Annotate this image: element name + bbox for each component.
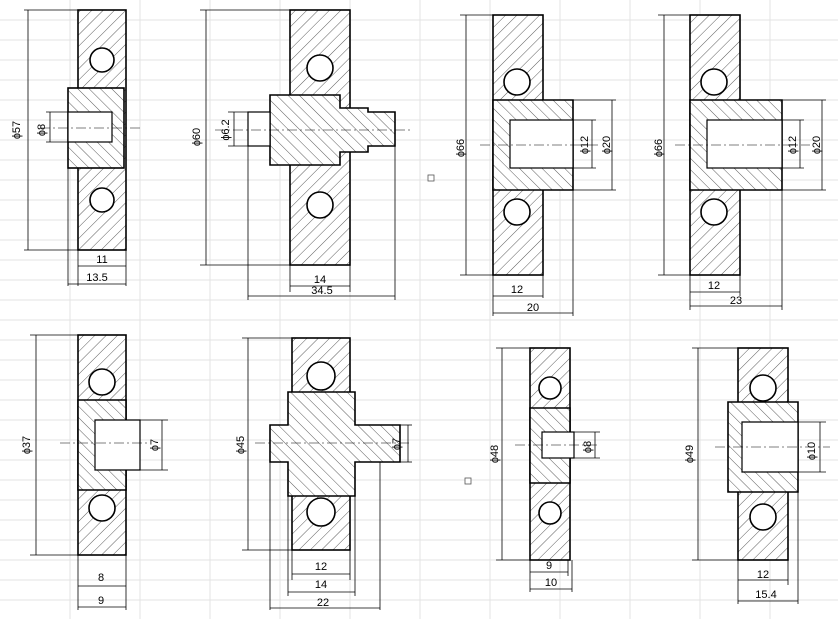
ball-top-a <box>89 47 115 73</box>
dim-inner-width-h: 12 <box>757 569 769 581</box>
ball-top-d <box>700 68 728 96</box>
dim-outer-width-f: 22 <box>317 597 329 609</box>
dim-outer-diameter-h: ɸ49 <box>684 445 696 463</box>
dim-outer-diameter-b: ɸ60 <box>191 128 203 146</box>
dim-inner-width-c: 12 <box>511 284 523 296</box>
bore-d <box>706 119 783 169</box>
ball-bottom-b <box>306 191 334 219</box>
bearing-drawing-h: ɸ49 ɸ10 12 15.4 <box>684 347 830 604</box>
dim-inner-diameter-b: ɸ6.2 <box>220 119 232 140</box>
dim-outer-diameter-d: ɸ66 <box>653 139 665 157</box>
dim-outer-width-c: 20 <box>527 302 539 314</box>
ball-top-e <box>88 368 116 396</box>
bore-a <box>67 111 113 143</box>
dim-inner-diameter-g: ɸ8 <box>582 441 594 453</box>
dim-outer-width-e: 9 <box>98 595 104 607</box>
ball-top-f <box>306 361 336 391</box>
ball-bottom-h <box>749 503 777 531</box>
ball-top-b <box>306 54 334 82</box>
dim-mid-width-f: 14 <box>315 579 327 591</box>
dim-outer-diameter-e: ɸ37 <box>21 436 33 454</box>
dim-outer-width-a: 13.5 <box>86 272 107 284</box>
dim-inner-width-a: 11 <box>96 254 107 266</box>
bearing-drawing-a: ɸ57 ɸ8 11 13.5 <box>11 9 140 286</box>
dim-inner-width-f: 12 <box>315 561 327 573</box>
dim-outer-diameter-f: ɸ45 <box>235 436 247 454</box>
ball-top-c <box>503 68 531 96</box>
dim-inner-width-b: 14 <box>314 274 326 286</box>
bearing-drawing-b: ɸ60 ɸ6.2 14 34.5 <box>191 9 410 300</box>
dim-inner-diameter-h: ɸ10 <box>806 442 818 460</box>
dim-hub-diameter-c: ɸ20 <box>601 136 613 154</box>
selection-handle[interactable] <box>427 174 435 182</box>
bore-e <box>94 419 141 471</box>
bore-c <box>509 119 574 169</box>
dim-outer-diameter-c: ɸ66 <box>455 139 467 157</box>
dim-outer-diameter-g: ɸ48 <box>489 445 501 463</box>
dim-inner-width-e: 8 <box>98 572 104 584</box>
bearing-drawing-e: ɸ37 ɸ7 8 9 <box>21 334 168 610</box>
dim-inner-diameter-d: ɸ12 <box>787 136 799 154</box>
ball-bottom-a <box>89 187 115 213</box>
selection-handle[interactable] <box>464 477 472 485</box>
dim-hub-diameter-d: ɸ20 <box>811 136 823 154</box>
bearing-drawing-g: ɸ48 ɸ8 9 10 <box>489 347 600 592</box>
ball-bottom-e <box>88 494 116 522</box>
dim-inner-width-d: 12 <box>708 280 720 292</box>
bearing-drawing-d: ɸ66 ɸ12 ɸ20 12 23 <box>653 14 826 310</box>
shaft-end-b <box>247 111 271 147</box>
bearing-drawing-c: ɸ66 ɸ12 ɸ20 12 20 <box>455 14 616 316</box>
dim-inner-width-g: 9 <box>546 560 552 572</box>
dim-outer-width-g: 10 <box>545 577 557 589</box>
ball-bottom-g <box>538 501 562 525</box>
dim-inner-diameter-f: ɸ7 <box>391 438 403 450</box>
ball-bottom-d <box>700 198 728 226</box>
dim-inner-diameter-e: ɸ7 <box>149 439 161 451</box>
ball-bottom-f <box>306 497 336 527</box>
bearing-drawing-f: ɸ45 ɸ7 12 14 22 <box>235 337 412 610</box>
dim-outer-diameter-a: ɸ57 <box>11 121 23 139</box>
ball-top-h <box>749 374 777 402</box>
ball-top-g <box>538 376 562 400</box>
dim-inner-diameter-a: ɸ8 <box>36 124 48 136</box>
dim-outer-width-d: 23 <box>730 295 742 307</box>
dim-outer-width-b: 34.5 <box>311 285 332 297</box>
ball-bottom-c <box>503 198 531 226</box>
dim-inner-diameter-c: ɸ12 <box>579 136 591 154</box>
dim-outer-width-h: 15.4 <box>755 589 776 601</box>
